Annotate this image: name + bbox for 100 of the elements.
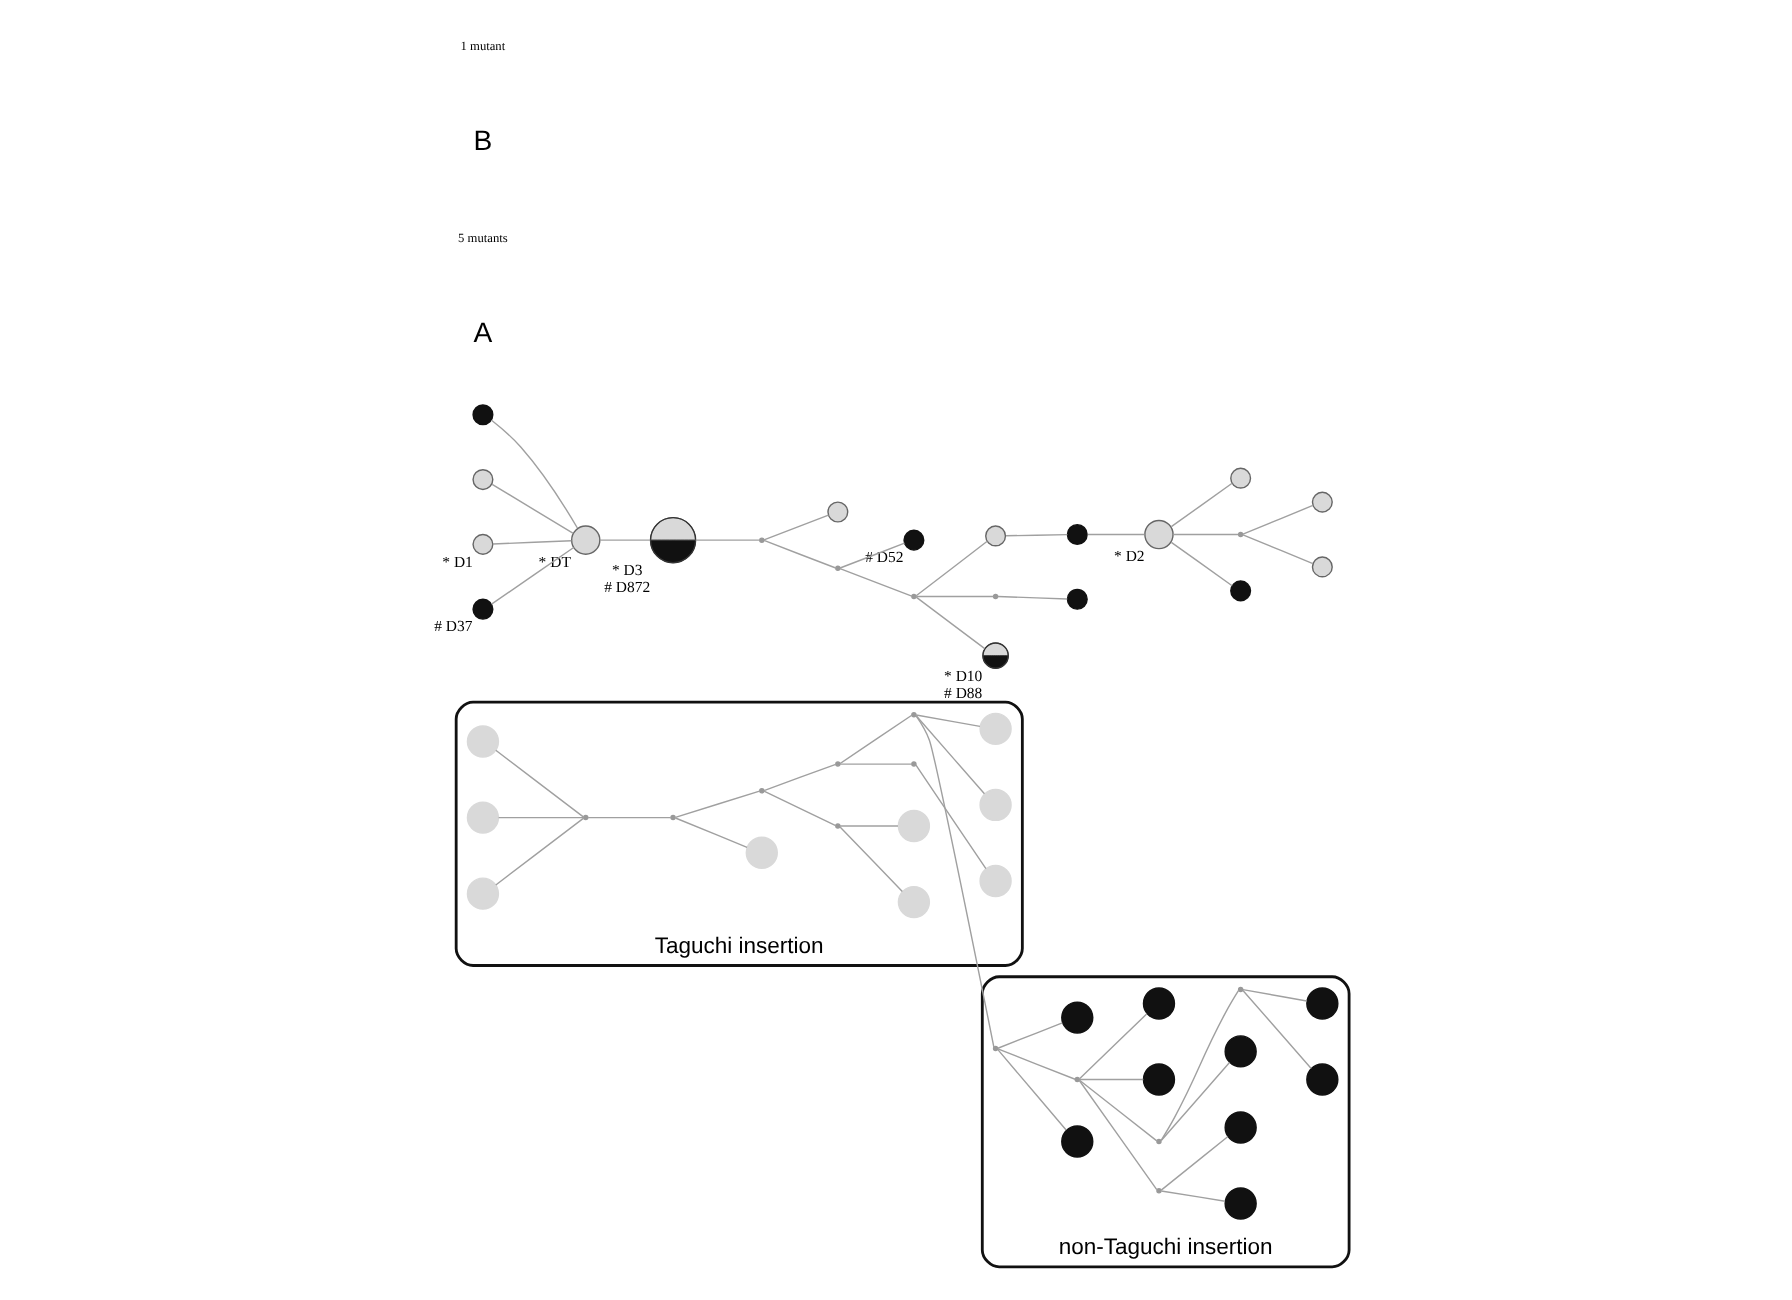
connector	[489, 419, 578, 529]
node-label: * D3	[611, 561, 642, 580]
node-circle	[1141, 1063, 1175, 1096]
node-point	[1236, 986, 1243, 993]
node-circle	[978, 864, 1011, 898]
node-circle	[1229, 580, 1251, 602]
node-circle	[1305, 1063, 1338, 1096]
connector	[914, 715, 994, 1048]
connector	[762, 539, 836, 569]
node-point	[834, 565, 840, 572]
connector	[1159, 1190, 1225, 1202]
node-point	[1155, 1188, 1161, 1194]
connector	[489, 546, 574, 605]
connector	[1241, 988, 1307, 1002]
connector	[1241, 504, 1313, 535]
node-point	[1236, 531, 1243, 538]
connector	[996, 1048, 1066, 1131]
connector	[673, 817, 747, 849]
connector	[914, 764, 986, 870]
node-point	[582, 814, 588, 821]
connector	[1241, 989, 1311, 1070]
node-circle	[465, 725, 499, 758]
node-circle	[1065, 588, 1087, 610]
node-label: * D2	[1113, 546, 1144, 565]
node-circle	[471, 404, 493, 426]
node-circle	[1310, 556, 1332, 578]
node-label: # D872	[603, 577, 650, 596]
label: B	[472, 124, 492, 157]
node-circle	[896, 809, 930, 843]
node-label: # D88	[943, 683, 982, 702]
connector	[914, 714, 980, 728]
connector	[694, 539, 760, 541]
node-circle	[1065, 523, 1087, 546]
connector	[490, 483, 573, 535]
node-circle	[1223, 1187, 1256, 1220]
node-circle	[1223, 1035, 1256, 1068]
node-point	[834, 823, 840, 829]
connector	[491, 540, 572, 545]
node-label: # D37	[433, 617, 472, 636]
node-circle	[984, 525, 1006, 547]
connector	[914, 540, 987, 597]
label: A	[472, 315, 492, 348]
connector	[914, 596, 985, 650]
connector	[1077, 1079, 1157, 1191]
connector	[838, 763, 912, 765]
node-circle	[978, 788, 1011, 822]
node-point	[910, 712, 916, 718]
connector	[673, 790, 760, 818]
connector	[914, 595, 994, 598]
connector	[1004, 533, 1068, 537]
node-point	[1155, 1138, 1161, 1145]
connector	[1241, 534, 1313, 565]
connector	[996, 1022, 1062, 1049]
node-circle	[465, 801, 499, 834]
node-circle	[902, 529, 924, 551]
connector	[996, 1048, 1075, 1080]
connector	[1077, 1079, 1157, 1142]
connector	[838, 542, 905, 569]
node-circle	[1310, 491, 1332, 513]
node-point	[669, 814, 675, 821]
node-circle	[471, 533, 493, 555]
connector	[996, 595, 1067, 600]
connector	[586, 816, 671, 819]
connector	[1077, 1078, 1144, 1081]
node-circle	[744, 836, 777, 869]
node-circle	[1229, 467, 1251, 489]
node-circle	[1305, 987, 1338, 1020]
connector	[1169, 482, 1232, 528]
connector	[598, 539, 650, 541]
node-point	[758, 537, 764, 543]
connector	[1086, 533, 1145, 536]
node-circle	[896, 885, 930, 919]
cluster: non-Taguchi insertion	[979, 975, 1350, 1269]
node-circle	[1143, 519, 1173, 550]
node-point	[758, 788, 764, 794]
node-circle	[471, 598, 493, 620]
cluster: Taguchi insertion	[453, 700, 1023, 967]
connector	[1159, 990, 1239, 1141]
connector	[762, 514, 829, 541]
node-circle	[826, 501, 848, 523]
connector	[838, 826, 902, 893]
node-label: * D1	[441, 552, 472, 571]
connector	[838, 567, 912, 597]
connector	[494, 749, 584, 818]
connector	[1159, 1136, 1228, 1191]
connector	[1077, 1013, 1147, 1080]
node-point	[991, 1045, 998, 1052]
node-label: * DT	[537, 552, 570, 571]
node-point	[991, 593, 998, 600]
node-circle	[978, 712, 1011, 746]
connector	[1159, 1061, 1230, 1142]
connector	[1169, 541, 1232, 587]
node-circle	[1060, 1125, 1093, 1158]
node-point	[834, 761, 840, 767]
node-circle	[1223, 1111, 1256, 1144]
node-point	[1073, 1076, 1079, 1083]
connector	[838, 714, 912, 765]
node-circle	[465, 877, 499, 910]
node-circle	[1141, 987, 1175, 1020]
connector	[762, 790, 836, 827]
